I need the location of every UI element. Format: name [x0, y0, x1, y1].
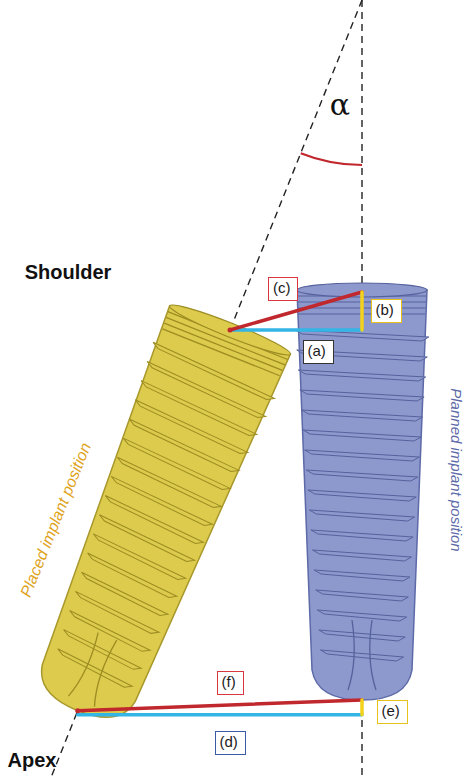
thread	[303, 430, 421, 441]
thread	[319, 630, 405, 641]
deviation-line	[360, 700, 364, 715]
callout-letter: (d)	[220, 733, 238, 751]
thread	[314, 570, 410, 581]
thread	[60, 630, 144, 672]
thread	[300, 390, 424, 401]
thread	[89, 534, 188, 582]
deviation-line	[78, 700, 362, 711]
thread	[101, 496, 206, 546]
thread	[95, 515, 197, 564]
callout-letter: (e)	[382, 702, 400, 720]
thread	[66, 611, 153, 654]
callout-letter: (c)	[273, 279, 291, 297]
part-name: Apex	[8, 749, 57, 772]
thread	[311, 530, 413, 541]
angle-symbol: α	[330, 87, 350, 122]
callout-box: (e)	[377, 700, 408, 724]
thread	[77, 572, 170, 618]
placed-implant	[16, 299, 295, 736]
thread	[317, 610, 406, 621]
implant-body	[297, 290, 427, 700]
thread	[113, 457, 224, 510]
thread	[107, 476, 215, 528]
cutting-flute	[348, 620, 376, 690]
callout-letter: (b)	[376, 301, 394, 319]
thread	[308, 490, 416, 501]
thread	[309, 510, 414, 521]
thread	[72, 591, 162, 636]
cutting-flute	[68, 631, 120, 706]
deviation-line	[78, 713, 362, 717]
thread	[119, 438, 233, 492]
thread	[306, 470, 418, 481]
implant-caption: Planned implant position	[448, 388, 465, 551]
thread	[320, 650, 403, 661]
thread	[54, 649, 135, 690]
thread	[298, 370, 425, 381]
deviation-line	[360, 292, 364, 330]
planned-implant	[295, 283, 429, 700]
callout-box: (f)	[217, 671, 244, 695]
callout-box: (d)	[215, 731, 246, 755]
implant-body	[17, 306, 290, 735]
callout-box: (a)	[303, 340, 334, 364]
thread	[305, 450, 420, 461]
thread	[301, 410, 422, 421]
thread	[83, 553, 179, 600]
part-name: Shoulder	[25, 261, 112, 284]
thread	[313, 550, 412, 561]
measure-point	[75, 708, 80, 713]
angle-arc	[301, 153, 362, 165]
callout-letter: (f)	[222, 673, 236, 691]
callout-box: (b)	[371, 299, 402, 323]
callout-box: (c)	[268, 277, 298, 301]
thread	[316, 590, 409, 601]
callout-letter: (a)	[308, 342, 326, 360]
deviation-line	[230, 328, 362, 332]
measure-point	[228, 328, 233, 333]
